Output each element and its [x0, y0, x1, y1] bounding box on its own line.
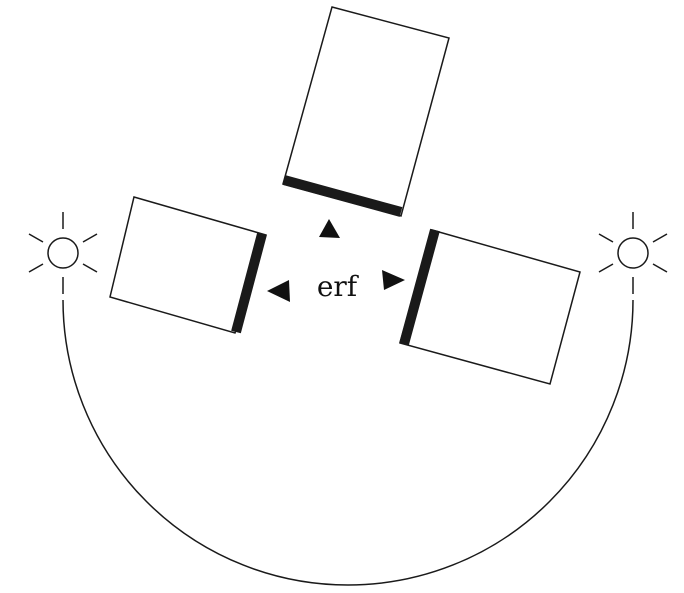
- right-block: [399, 228, 581, 385]
- top-block-body: [282, 6, 450, 217]
- right-block-face: [399, 228, 440, 346]
- arrow-up-triangle-icon: [319, 219, 340, 238]
- arrow-right-triangle-icon: [382, 270, 405, 290]
- left-light-source-sun-icon: [28, 212, 98, 294]
- top-block-face: [282, 175, 403, 217]
- left-block-body: [109, 196, 267, 334]
- connecting-arc: [62, 299, 634, 586]
- left-block-face: [231, 232, 267, 334]
- right-light-source-sun-icon: [598, 212, 668, 294]
- left-block: [109, 196, 267, 334]
- top-block: [282, 6, 450, 217]
- center-label: erf: [317, 270, 360, 303]
- arrow-left-triangle-icon: [267, 280, 290, 302]
